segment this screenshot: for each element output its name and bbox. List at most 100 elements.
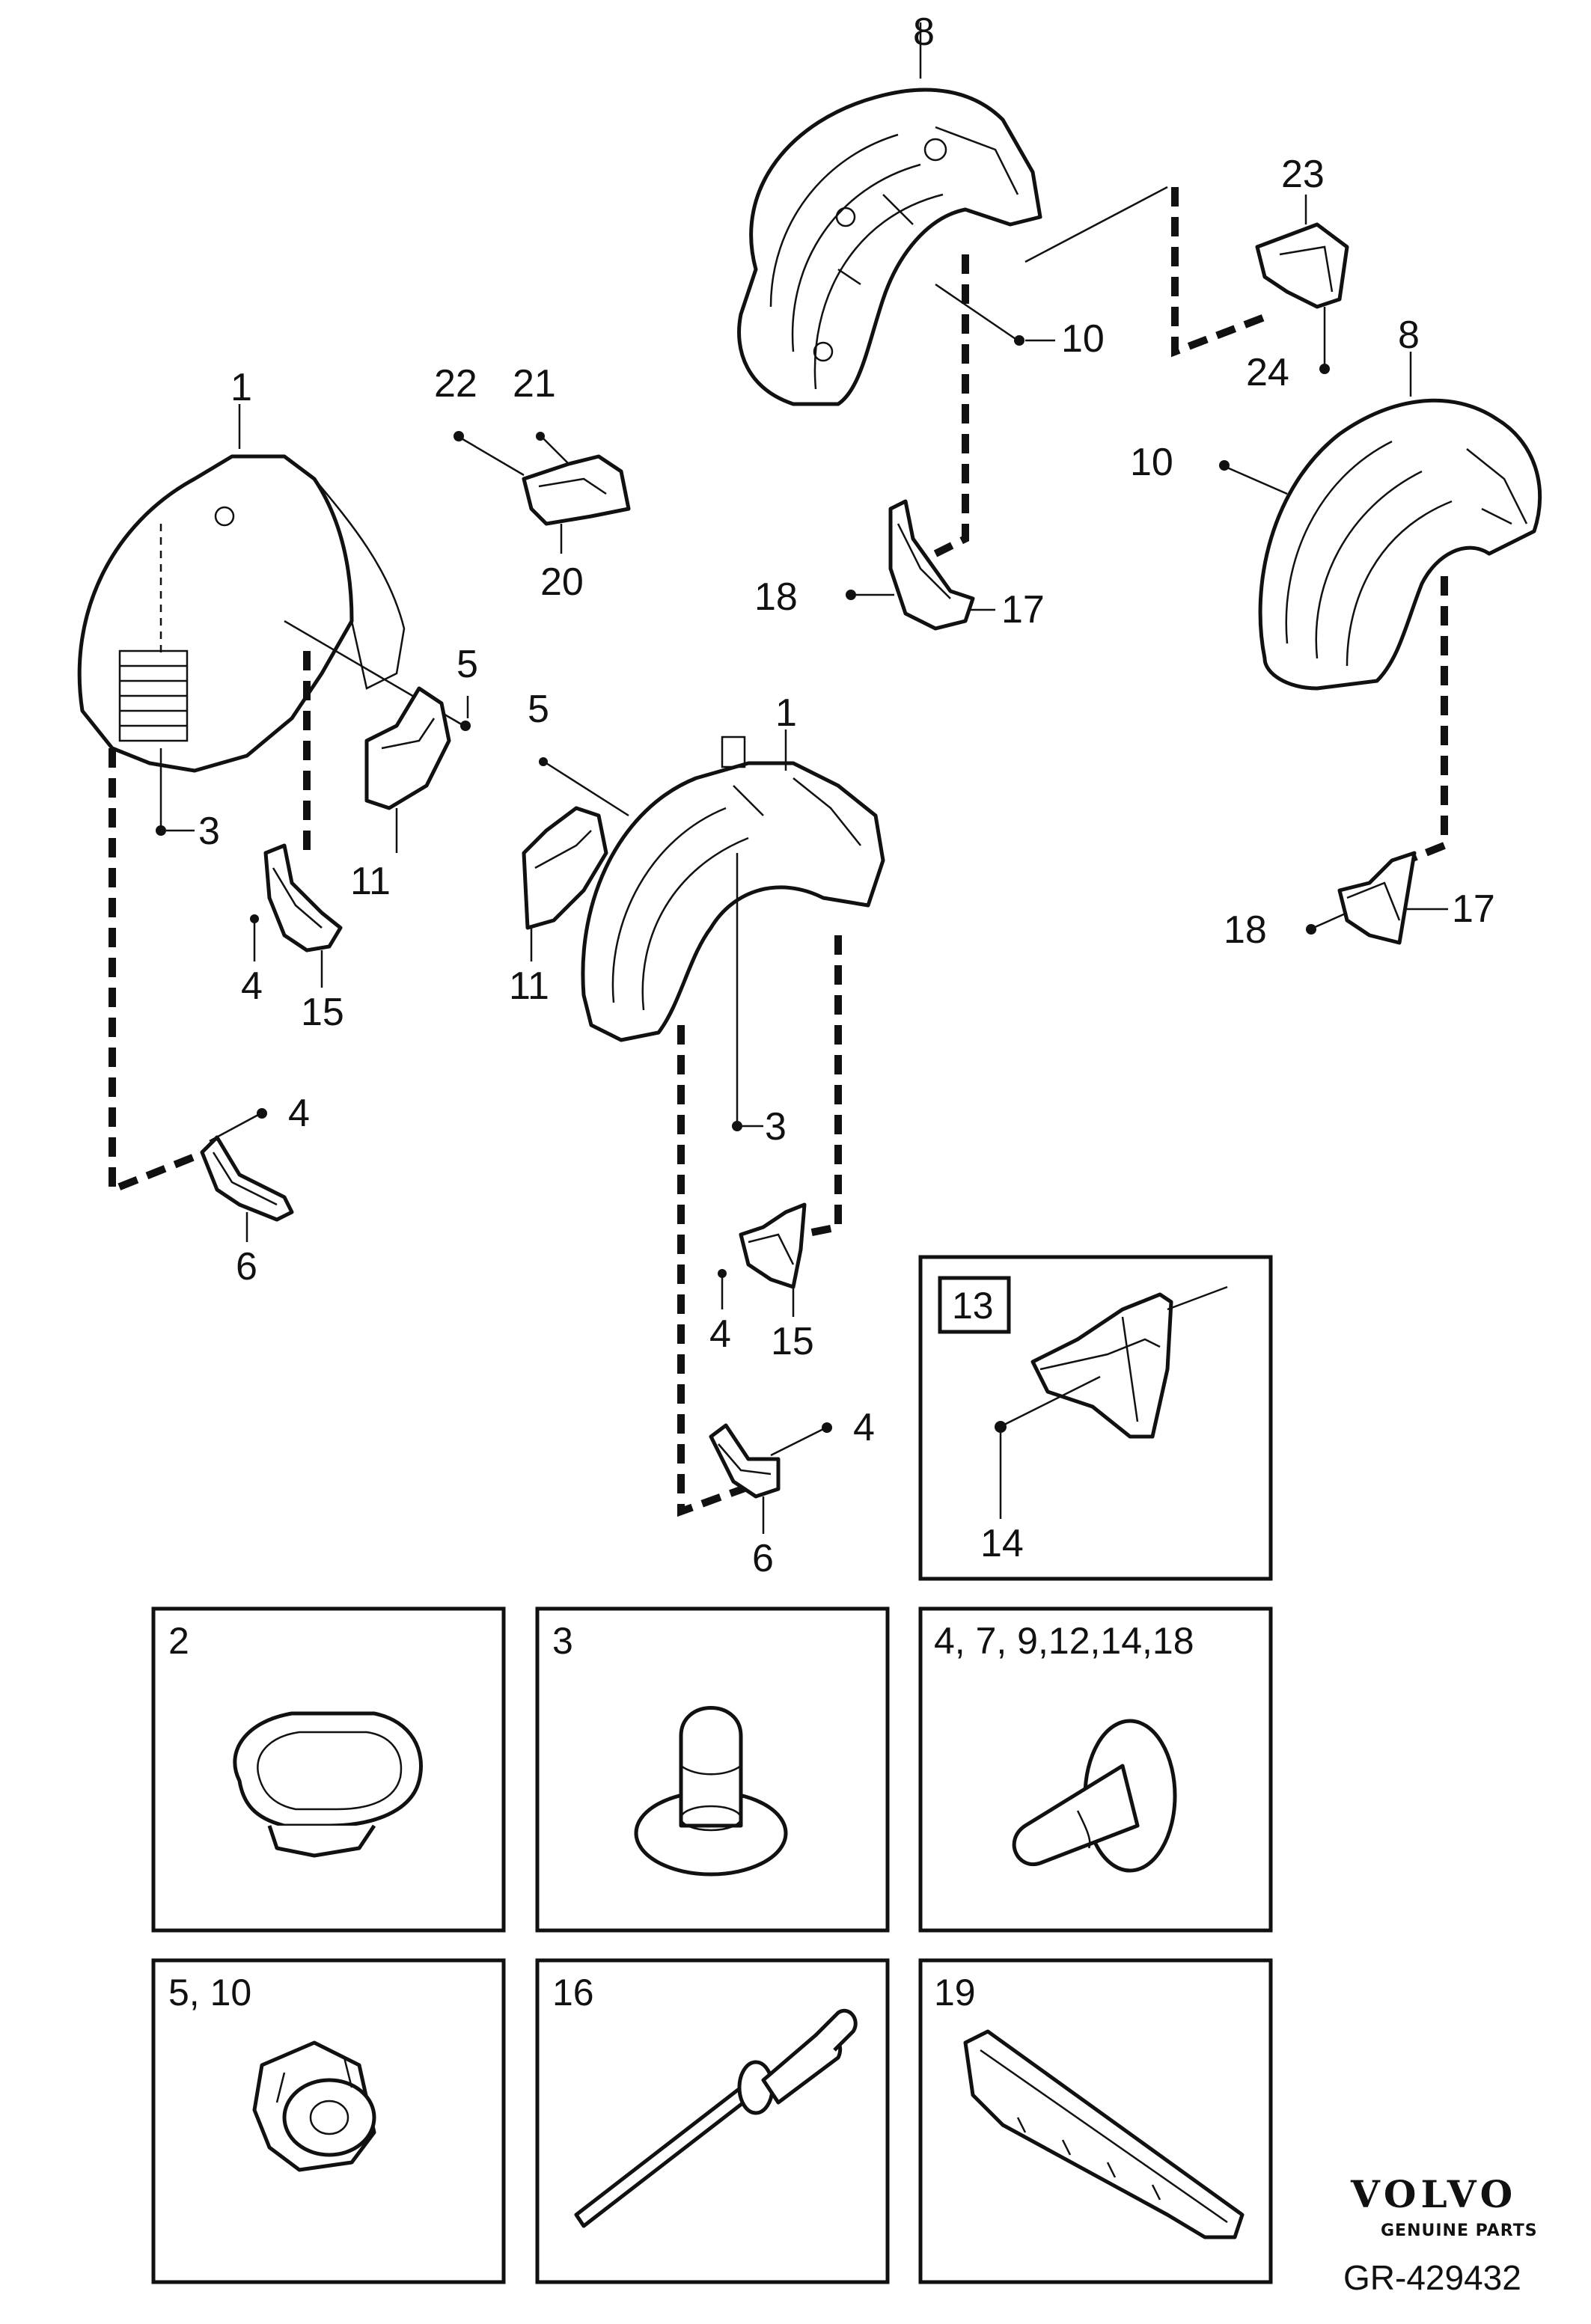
rear-wheel-arch-liner-top [737,88,1042,406]
sill-guard-19 [963,2029,1245,2239]
push-clip-4 [1012,1719,1177,1873]
detail-box-3 [535,1606,890,1933]
detail-box-4 [918,1606,1273,1933]
callout-15-mid: 15 [771,1320,814,1363]
callout-8-top: 8 [913,10,935,54]
callout-4-left-b: 4 [288,1092,310,1135]
front-wheel-arch-liner-left [77,454,406,773]
dashed-connector-1-6-mid [677,1025,765,1517]
callout-22: 22 [434,362,477,406]
leader-10-right [1227,466,1288,495]
fastener-dot-18-right [1306,924,1316,935]
callout-24: 24 [1246,351,1289,394]
callout-1-left: 1 [230,366,252,409]
leader-4-mid-b [770,1428,824,1457]
callout-6-mid: 6 [752,1537,774,1580]
kit-box-13 [918,1255,1273,1581]
callout-3-mid: 3 [765,1105,787,1149]
mud-flap-15-left [263,843,343,952]
bracket-11-left [364,686,451,810]
bracket-20 [522,454,631,526]
callout-5-mid: 5 [528,688,549,731]
detail-box-16 [535,1958,890,2284]
leader-21 [542,437,569,465]
fastener-dot-4-mid-a [718,1269,727,1278]
fastener-dot-5-left [460,721,471,731]
callout-11-mid: 11 [509,964,549,1008]
callout-4-mid-b: 4 [853,1406,875,1449]
leader-8-to-23 [1024,186,1168,263]
detail-box-5 [151,1958,506,2284]
detail-box-2 [151,1606,506,1933]
fastener-dot-4-left-a [250,914,259,923]
fastener-dot-4-left-b [257,1108,267,1119]
mud-flap-17-right [1337,851,1417,945]
detail-box-label-19: 19 [934,1972,976,2013]
leader-22 [459,436,525,477]
fastener-dot-18-top [846,590,856,600]
callout-14: 14 [980,1522,1024,1565]
clip-2 [233,1711,423,1858]
fastener-dot-10-top [1014,335,1024,346]
leader-10-top [935,283,1019,342]
callout-4-left-a: 4 [241,964,263,1008]
callout-15-left: 15 [301,991,344,1034]
detail-box-label-2: 2 [168,1620,189,1662]
detail-box-label-16: 16 [552,1972,594,2013]
callout-18-top: 18 [754,575,798,619]
push-rivet-3 [634,1706,788,1877]
callout-20: 20 [540,560,584,604]
callout-18-right: 18 [1224,908,1267,952]
callout-3-left: 3 [198,810,220,853]
kit-box-label-13: 13 [952,1285,994,1327]
detail-box-label-4: 4, 7, 9,12,14,18 [934,1620,1194,1662]
dashed-connector-8-23 [1171,187,1274,358]
dashed-connector-1-6-left [109,748,226,1196]
bracket-23 [1255,222,1349,309]
screw-14 [995,1421,1007,1433]
splash-guard-6-left [200,1135,294,1222]
kit-leader-screw [1002,1375,1101,1427]
mud-flap-kit [1030,1292,1173,1439]
callout-23: 23 [1281,153,1325,196]
bracket-11-middle [522,806,608,930]
rear-wheel-arch-liner-right [1258,398,1542,691]
dashed-connector-8-17 [933,254,969,557]
fastener-dot-24 [1319,364,1330,374]
dashed-connector-1-15-mid [800,935,842,1238]
diagram-reference: GR-429432 [1343,2258,1521,2297]
detail-box-19 [918,1958,1273,2284]
callout-10-top: 10 [1061,317,1105,361]
kit-box-label-frame [938,1276,1011,1334]
detail-box-label-3: 3 [552,1620,573,1662]
fastener-dot-5-mid [539,757,548,766]
callout-11-left: 11 [350,860,391,903]
callout-4-mid-a: 4 [709,1312,731,1356]
fastener-dot-22 [454,431,464,441]
kit-leader-top [1167,1285,1228,1311]
nut-clip-5 [252,2040,376,2172]
leader-18-right [1313,911,1348,929]
detail-box-label-5: 5, 10 [168,1972,251,2013]
mud-flap-17-top [888,499,975,631]
mud-flap-15-middle [739,1202,807,1289]
splash-guard-6-middle [709,1423,781,1499]
callout-5-left: 5 [456,643,478,686]
callout-10-right: 10 [1130,441,1173,484]
callout-17-top: 17 [1001,588,1045,632]
fastener-dot-3-mid [732,1121,742,1131]
genuine-parts-tagline: GENUINE PARTS [1381,2221,1538,2240]
front-wheel-arch-liner-middle [581,736,885,1042]
callout-17-right: 17 [1452,887,1495,931]
leader-5-mid [546,762,629,817]
fastener-dot-4-mid-b [822,1422,832,1433]
fastener-dot-3-left [156,825,166,836]
leader-4-left-b [209,1113,259,1143]
dashed-connector-8-17-right [1405,576,1448,864]
fastener-dot-10-right [1219,460,1230,471]
callout-8-right: 8 [1398,314,1420,357]
volvo-logo: VOLVO [1350,2172,1517,2216]
callout-21: 21 [513,362,556,406]
blind-rivet-16 [574,2009,858,2228]
fastener-dot-21 [536,432,545,441]
